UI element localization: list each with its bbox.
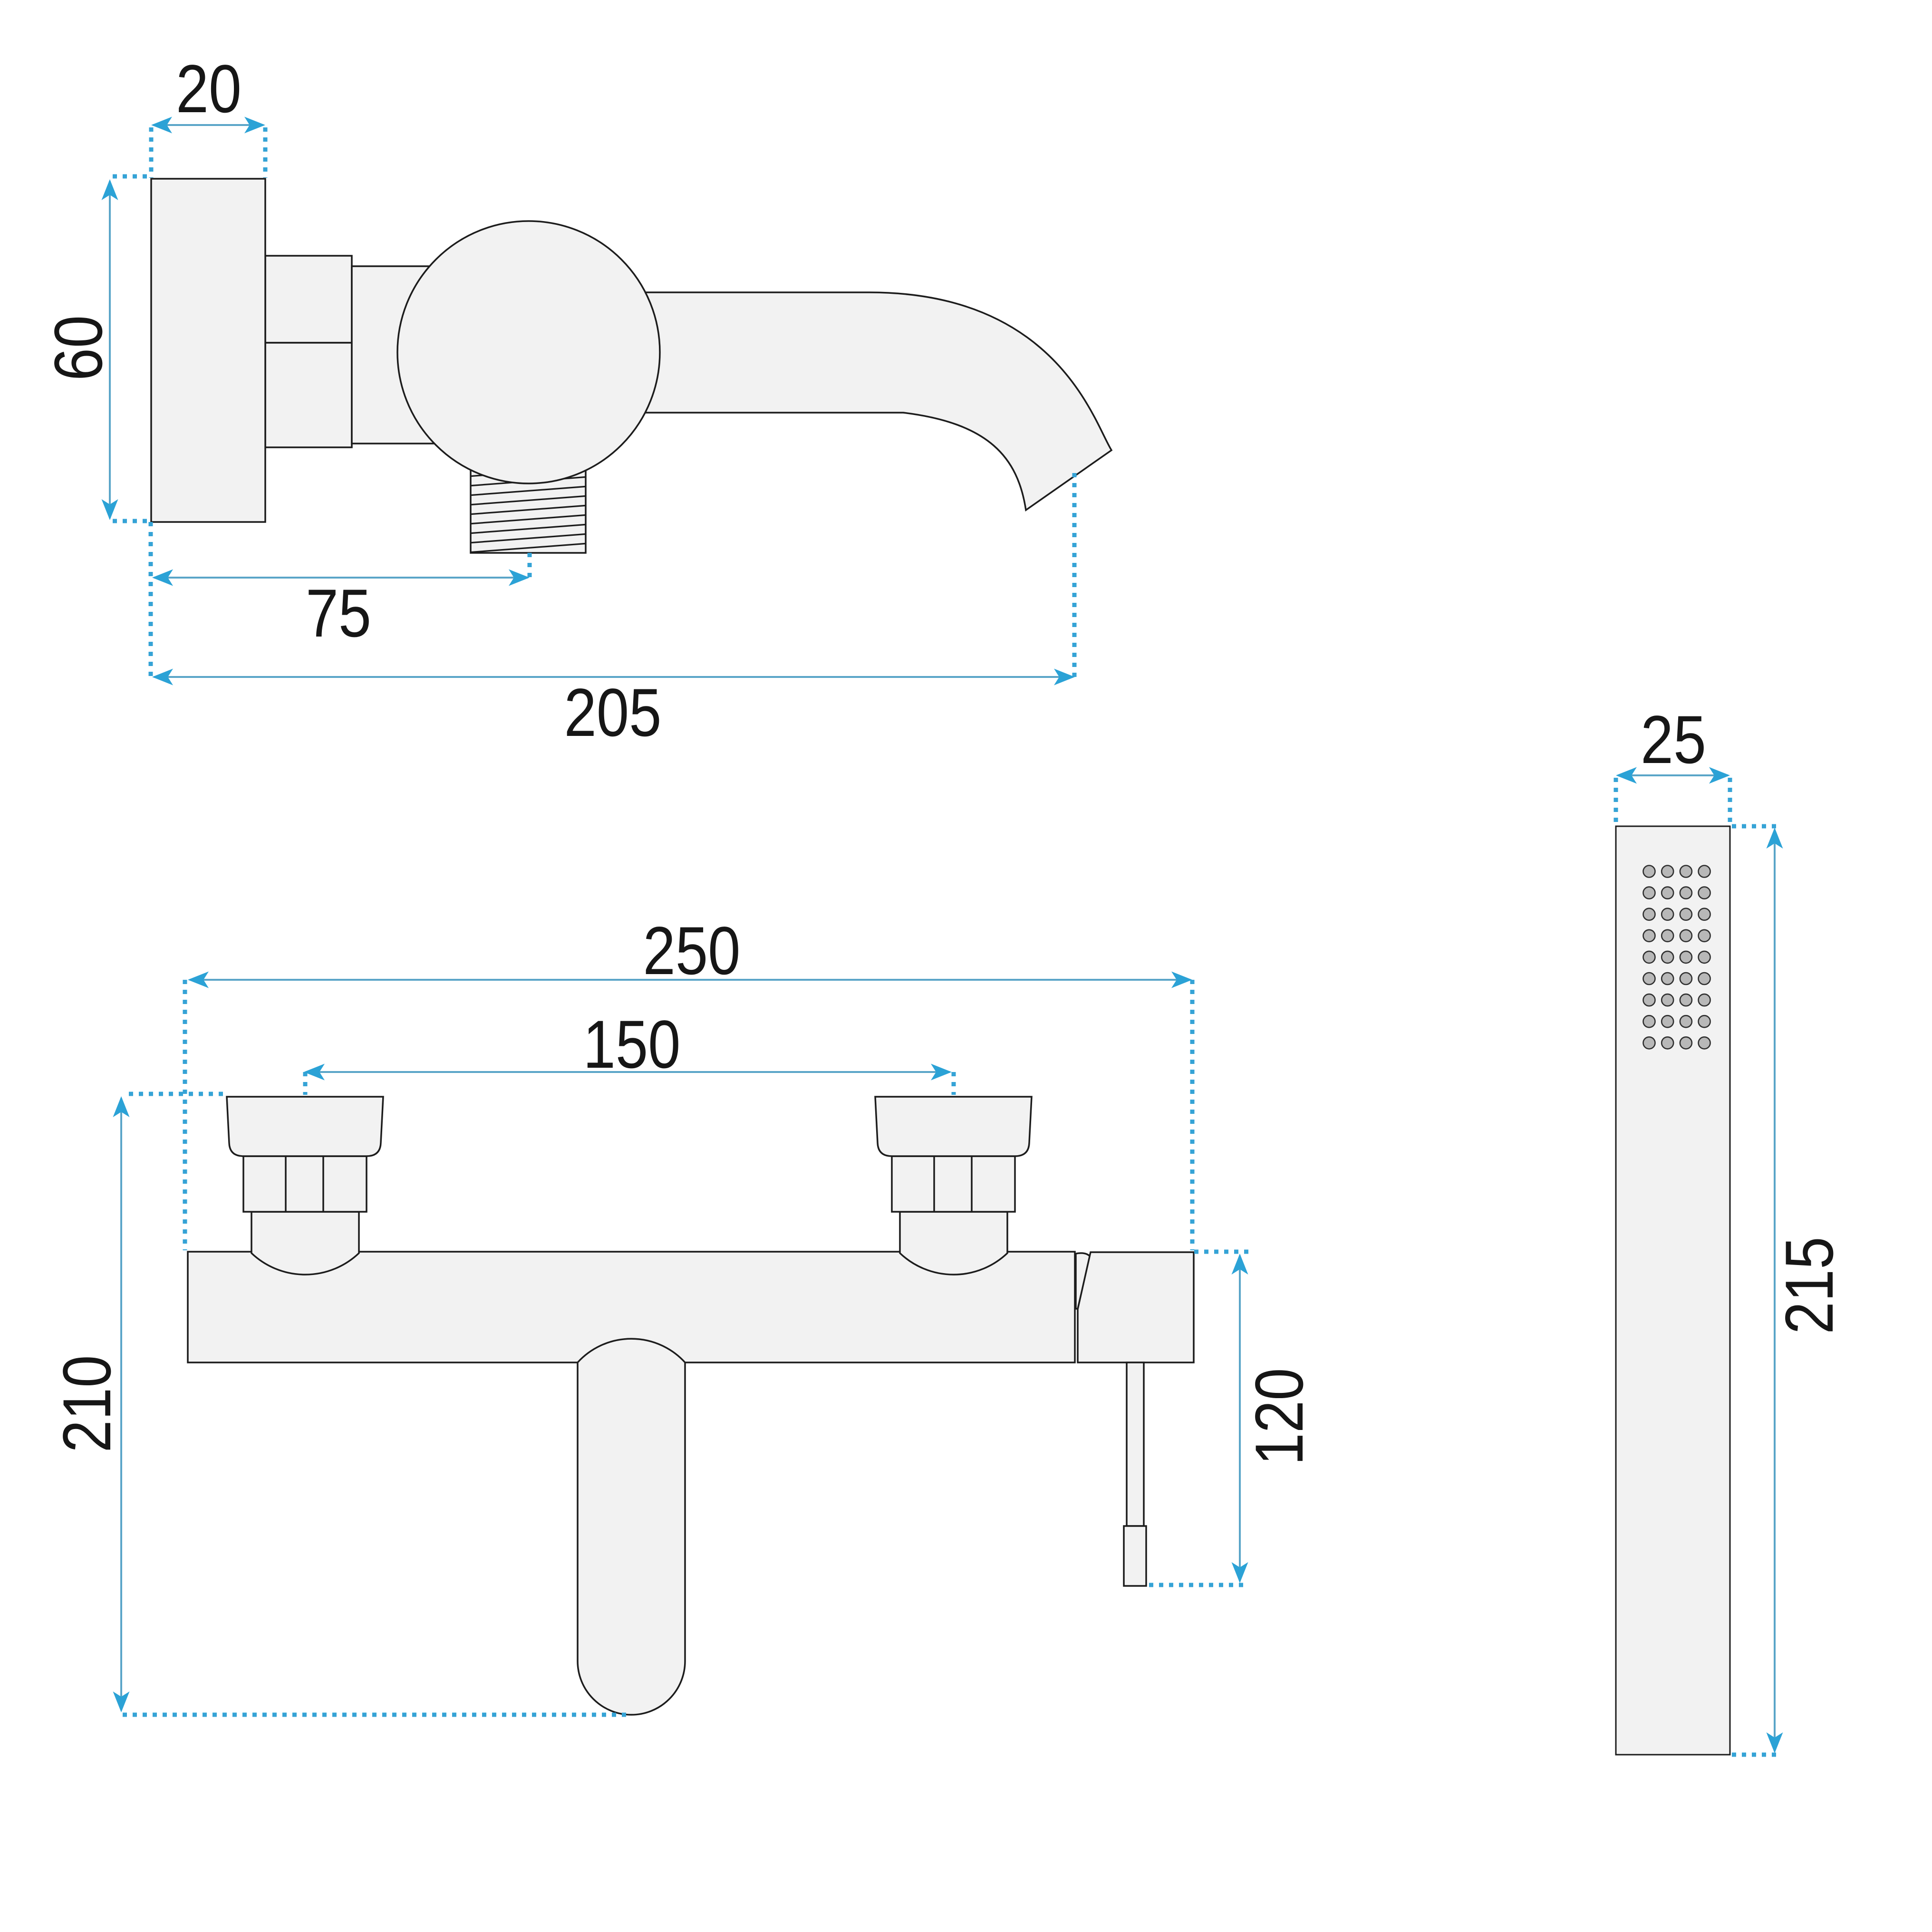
svg-text:20: 20 (176, 51, 242, 127)
svg-text:215: 215 (1772, 1237, 1847, 1334)
svg-text:120: 120 (1242, 1368, 1317, 1466)
svg-text:205: 205 (564, 675, 662, 751)
svg-text:250: 250 (643, 913, 741, 989)
svg-text:150: 150 (583, 1007, 681, 1082)
svg-text:25: 25 (1641, 702, 1706, 778)
svg-text:210: 210 (49, 1355, 125, 1453)
svg-text:75: 75 (306, 576, 371, 651)
svg-text:60: 60 (41, 315, 116, 381)
